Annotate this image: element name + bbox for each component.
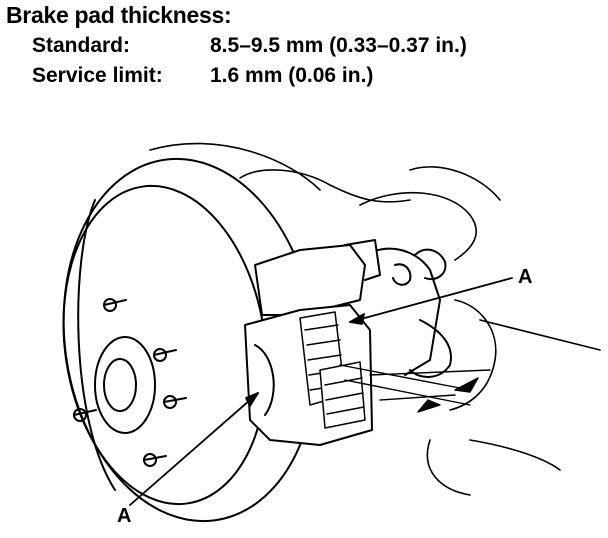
callout-label-a-right: A	[518, 266, 533, 288]
spec-block: Brake pad thickness: Standard: 8.5–9.5 mm…	[0, 0, 608, 110]
service-limit-label: Service limit:	[32, 64, 163, 87]
standard-label: Standard:	[32, 34, 131, 57]
callout-leaders	[129, 277, 513, 506]
callout-label-a-left: A	[117, 505, 132, 527]
standard-value: 8.5–9.5 mm (0.33–0.37 in.)	[210, 34, 467, 57]
service-limit-value: 1.6 mm (0.06 in.)	[210, 64, 374, 87]
wheel-hub	[73, 298, 187, 467]
spec-title: Brake pad thickness:	[6, 2, 232, 28]
service-limit-row: Service limit: 1.6 mm (0.06 in.)	[32, 64, 373, 88]
brake-caliper-illustration	[62, 142, 601, 523]
brake-pads	[299, 311, 366, 429]
suspension-outline	[149, 142, 601, 496]
measurement-lines	[339, 364, 491, 413]
standard-row: Standard: 8.5–9.5 mm (0.33–0.37 in.)	[32, 34, 467, 58]
